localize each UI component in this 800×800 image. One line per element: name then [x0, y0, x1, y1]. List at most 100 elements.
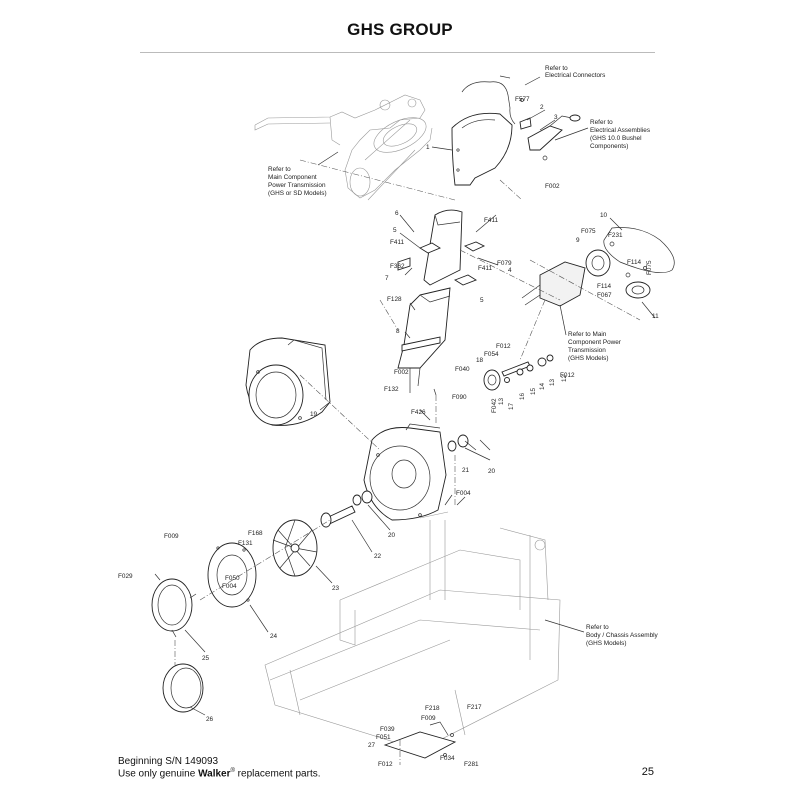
bearing-lower — [361, 490, 373, 504]
pulley-group — [483, 354, 554, 391]
reference-notes: Refer to Electrical Connectors Refer to … — [268, 65, 660, 647]
callout-f131: F131 — [238, 540, 253, 547]
page-number: 25 — [641, 766, 654, 778]
callout-f050: F050 — [225, 575, 240, 582]
callout-1: 1 — [426, 144, 430, 151]
callout-f012a: F012 — [496, 343, 511, 350]
callout-18: 18 — [476, 357, 484, 364]
callout-13b: 13 — [549, 378, 556, 386]
callout-22: 22 — [374, 553, 382, 560]
lever-assembly — [519, 98, 581, 161]
callout-f218: F218 — [425, 705, 440, 712]
note-electrical-assemblies: Refer to Electrical Assemblies (GHS 10.0… — [590, 119, 652, 150]
callout-f004a: F004 — [456, 490, 471, 497]
callout-14: 14 — [539, 382, 546, 390]
callout-10: 10 — [600, 212, 608, 219]
callout-4: 4 — [508, 267, 512, 274]
ring-part-25 — [151, 573, 197, 638]
callout-3: 3 — [554, 114, 558, 121]
footer-note: Use only genuine Walker® replacement par… — [118, 768, 321, 779]
callout-f075b: F075 — [646, 260, 653, 275]
callout-f051: F051 — [376, 734, 391, 741]
callout-f090: F090 — [452, 394, 467, 401]
callout-f040: F040 — [455, 366, 470, 373]
callout-24: 24 — [270, 633, 278, 640]
callout-f168: F168 — [248, 530, 263, 537]
callout-20a: 20 — [488, 468, 496, 475]
callout-f411a: F411 — [484, 217, 499, 224]
footer-note-before: Use only genuine — [118, 768, 199, 780]
note-main-power-transmission: Refer to Main Component Power Transmissi… — [268, 166, 327, 197]
callout-15: 15 — [530, 387, 537, 395]
callout-2: 2 — [540, 104, 544, 111]
callout-8: 8 — [396, 328, 400, 335]
callout-19: 19 — [310, 411, 318, 418]
callout-5a: 5 — [393, 227, 397, 234]
callout-f002b: F002 — [394, 369, 409, 376]
callout-f054: F054 — [484, 351, 499, 358]
note-body-chassis: Refer to Body / Chassis Assembly (GHS Mo… — [586, 624, 660, 647]
callout-f411b: F411 — [390, 239, 405, 246]
title-divider — [140, 52, 655, 53]
callout-21: 21 — [462, 467, 470, 474]
collar-part-26 — [162, 663, 204, 713]
callout-f217: F217 — [467, 704, 482, 711]
callout-27: 27 — [368, 742, 376, 749]
callout-13a: 13 — [498, 397, 505, 405]
callout-f231: F231 — [608, 232, 623, 239]
callout-26: 26 — [206, 716, 214, 723]
callout-f034: F034 — [440, 755, 455, 762]
fan-housing-part-19 — [245, 337, 331, 426]
impeller-part-23 — [272, 519, 318, 577]
electrical-cable — [461, 81, 516, 125]
callout-11: 11 — [652, 313, 659, 320]
callout-f009: F009 — [164, 533, 179, 540]
chassis-frame — [264, 511, 561, 751]
footer-brand: Walker — [198, 768, 231, 780]
callout-f411c: F411 — [478, 265, 493, 272]
bearing-upper — [457, 434, 469, 448]
callout-7: 7 — [385, 275, 389, 282]
callout-f009b: F009 — [421, 715, 436, 722]
callout-16: 16 — [519, 392, 526, 400]
callout-f577: F577 — [515, 96, 530, 103]
leader-lines — [184, 76, 656, 716]
callout-f079: F079 — [497, 260, 512, 267]
callout-labels: 1 2 3 4 5 5 6 7 8 9 10 11 12 13 13 14 15… — [118, 96, 659, 768]
callout-f075a: F075 — [581, 228, 596, 235]
shaft-part-22 — [320, 505, 356, 528]
fan-housing-part-21 — [363, 423, 447, 521]
callout-f114b: F114 — [597, 283, 612, 290]
note-main-component-transmission: Refer to Main Component Power Transmissi… — [568, 331, 623, 362]
back-plate-part-24 — [207, 542, 257, 608]
callout-23: 23 — [332, 585, 340, 592]
footer-registered-mark: ® — [230, 768, 235, 774]
power-transmission-frame — [254, 94, 433, 201]
callout-6: 6 — [395, 210, 399, 217]
callout-f426: F426 — [411, 409, 426, 416]
footer-serial-number: Beginning S/N 149093 — [118, 756, 219, 767]
callout-f128: F128 — [387, 296, 402, 303]
callout-f004b: F004 — [222, 583, 237, 590]
callout-17: 17 — [508, 402, 515, 410]
upper-chute-part-1 — [451, 112, 513, 186]
callout-f012c: F012 — [378, 761, 393, 768]
callout-f029: F029 — [118, 573, 133, 580]
center-chute-parts — [397, 209, 486, 393]
callout-12: 12 — [561, 374, 568, 382]
callout-f067: F067 — [597, 292, 612, 299]
plate-part-27 — [383, 721, 457, 759]
gearbox-belt-assembly — [521, 227, 675, 307]
footer-note-after: replacement parts. — [234, 768, 321, 780]
callout-9: 9 — [576, 237, 580, 244]
callout-f114a: F114 — [627, 259, 642, 266]
callout-f362: F362 — [390, 263, 405, 270]
callout-f281: F281 — [464, 761, 479, 768]
callout-5b: 5 — [480, 297, 484, 304]
callout-f132: F132 — [384, 386, 399, 393]
callout-25: 25 — [202, 655, 210, 662]
note-electrical-connectors: Refer to Electrical Connectors — [545, 65, 605, 79]
page-title: GHS GROUP — [347, 20, 453, 39]
callout-f042: F042 — [491, 398, 498, 413]
